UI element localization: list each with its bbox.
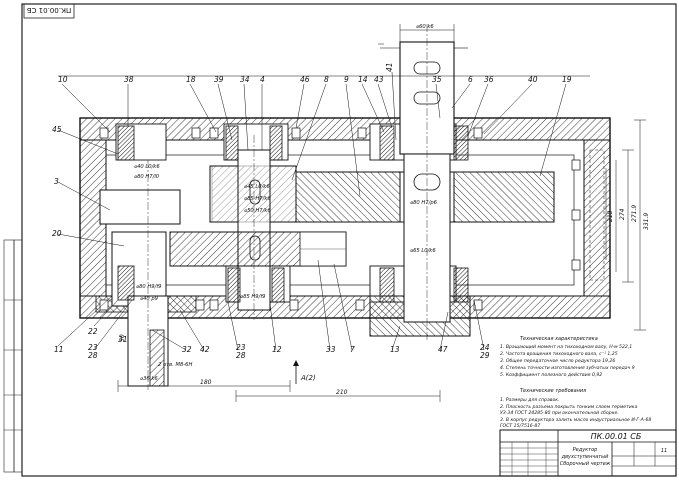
fit-label: ⌀65 L0/k6 [410, 248, 436, 254]
view-label: A(2) [300, 374, 316, 382]
bearings [99, 125, 581, 311]
callout-10: 10 [58, 75, 68, 84]
title-block-name-2: двухступенчатый [561, 454, 609, 460]
dim-218: 218 [607, 210, 614, 222]
callout-38a: 38 [124, 75, 134, 84]
callout-19: 19 [562, 75, 572, 84]
callout-24: 24 [480, 343, 490, 352]
tech-char-item: 3. Общее передаточное число редуктора 19… [500, 358, 615, 364]
callout-numbers-top: 10 38 18 39 34 4 46 8 9 14 43 41 35 6 36… [58, 62, 572, 84]
tech-char-item: 4. Степень точности изготовления зубчаты… [500, 365, 635, 371]
callout-28a: 28 [88, 351, 98, 360]
title-block-sheet: 11 [661, 448, 667, 454]
callout-23a: 23 [88, 343, 98, 352]
callout-4: 4 [260, 75, 265, 84]
title-block-code: ПК.00.01 СБ [591, 432, 642, 441]
fit-label: ⌀60 k6 [416, 24, 434, 30]
callout-3: 3 [54, 177, 59, 186]
callout-23b: 23 [236, 343, 246, 352]
input-shaft [99, 160, 181, 390]
callout-34: 34 [240, 75, 250, 84]
callout-18: 18 [186, 75, 196, 84]
callout-numbers-bottom: 22 23 28 31 32 42 23 28 12 33 7 13 47 24… [88, 327, 490, 360]
dim-274: 274 [619, 208, 626, 220]
callout-13: 13 [390, 345, 400, 354]
title-block-name-1: Редуктор [573, 447, 598, 453]
tech-req-title: Технические требования [520, 388, 586, 394]
title-block-name-3: Сборочный чертеж [560, 461, 611, 467]
fit-label: ⌀85 H9/f9 [240, 294, 265, 300]
callout-42: 42 [200, 345, 210, 354]
tech-req-item: 3. В корпус редуктора залить масло индус… [500, 417, 651, 423]
callout-33: 33 [326, 345, 336, 354]
callout-41: 41 [385, 62, 394, 72]
callout-43: 43 [374, 75, 384, 84]
holes-label: 2 отв. M8-6H [158, 362, 192, 368]
pinion-gear [169, 231, 347, 267]
fit-label: ⌀80 H9/f9 [136, 284, 161, 290]
callout-numbers-left: 45 3 20 11 [52, 125, 64, 354]
fit-label: ⌀80 H7/p6 [410, 200, 438, 206]
fit-label: ⌀80 H7/l0 [134, 174, 160, 180]
title-block [499, 429, 677, 477]
fit-label: ⌀40 L0/k6 [134, 164, 160, 170]
callout-9: 9 [344, 75, 349, 84]
callout-6: 6 [468, 75, 473, 84]
fit-labels: ⌀40 L0/k6 ⌀80 H7/l0 ⌀45 L0/k6 ⌀85 H7/k6 … [134, 24, 438, 382]
dim-180: 180 [200, 379, 212, 386]
tech-char-item: 1. Вращающий момент на тихоходном валу, … [500, 344, 632, 350]
callout-40: 40 [528, 75, 538, 84]
callout-47: 47 [438, 345, 448, 354]
callout-36: 36 [484, 75, 494, 84]
dimension-values: 180 210 331.9 271.9 274 218 50 [119, 205, 650, 396]
callout-45: 45 [52, 125, 62, 134]
tech-characteristics: Техническая характеристика 1. Вращающий … [500, 336, 635, 378]
callout-46: 46 [300, 75, 310, 84]
callout-32: 32 [182, 345, 192, 354]
callout-14: 14 [358, 75, 368, 84]
sheet-frame [3, 3, 677, 477]
callout-leaders [57, 71, 567, 351]
callout-29: 29 [480, 351, 490, 360]
fit-label: ⌀45 L0/k6 [244, 184, 270, 190]
tech-req-item: 1. Размеры для справок. [500, 397, 560, 403]
callout-35: 35 [432, 75, 442, 84]
drawing-code-top: ПК.00.01 СБ [27, 6, 72, 14]
tech-req-item: УЗ-34 ГОСТ 24285-80 при окончательной сб… [500, 410, 619, 416]
callout-11: 11 [54, 345, 64, 354]
fit-label: ⌀40 p9 [140, 296, 158, 302]
dim-210: 210 [336, 389, 348, 396]
fit-label: ⌀50 H7/k6 [244, 208, 271, 214]
view-indicator: A(2) [293, 360, 316, 384]
dim-50: 50 [119, 334, 126, 342]
tech-req-item: ГОСТ 15/7516-87 [500, 423, 540, 429]
dim-331: 331.9 [643, 213, 650, 230]
callout-28b: 28 [236, 351, 246, 360]
tech-req-item: 2. Плоскость разъема покрыть тонким слое… [500, 404, 638, 410]
callout-22: 22 [88, 327, 98, 336]
dim-271: 271.9 [631, 205, 638, 222]
callout-39: 39 [214, 75, 224, 84]
callout-8: 8 [324, 75, 329, 84]
callout-31: 31 [118, 335, 128, 344]
callout-12: 12 [272, 345, 282, 354]
callout-20: 20 [52, 229, 62, 238]
callout-7: 7 [350, 345, 355, 354]
dimension-lines [58, 24, 646, 402]
tech-requirements: Технические требования 1. Размеры для сп… [500, 388, 651, 429]
output-shaft [380, 24, 468, 340]
fit-label: ⌀36 k6 [140, 376, 158, 382]
fit-label: ⌀85 H7/k6 [244, 196, 271, 202]
tech-char-item: 2. Частота вращения тихоходного вала, с⁻… [500, 351, 618, 357]
tech-char-item: 5. Коэффициент полезного действия 0,92 [500, 372, 602, 378]
tech-chars-title: Техническая характеристика [520, 336, 598, 342]
